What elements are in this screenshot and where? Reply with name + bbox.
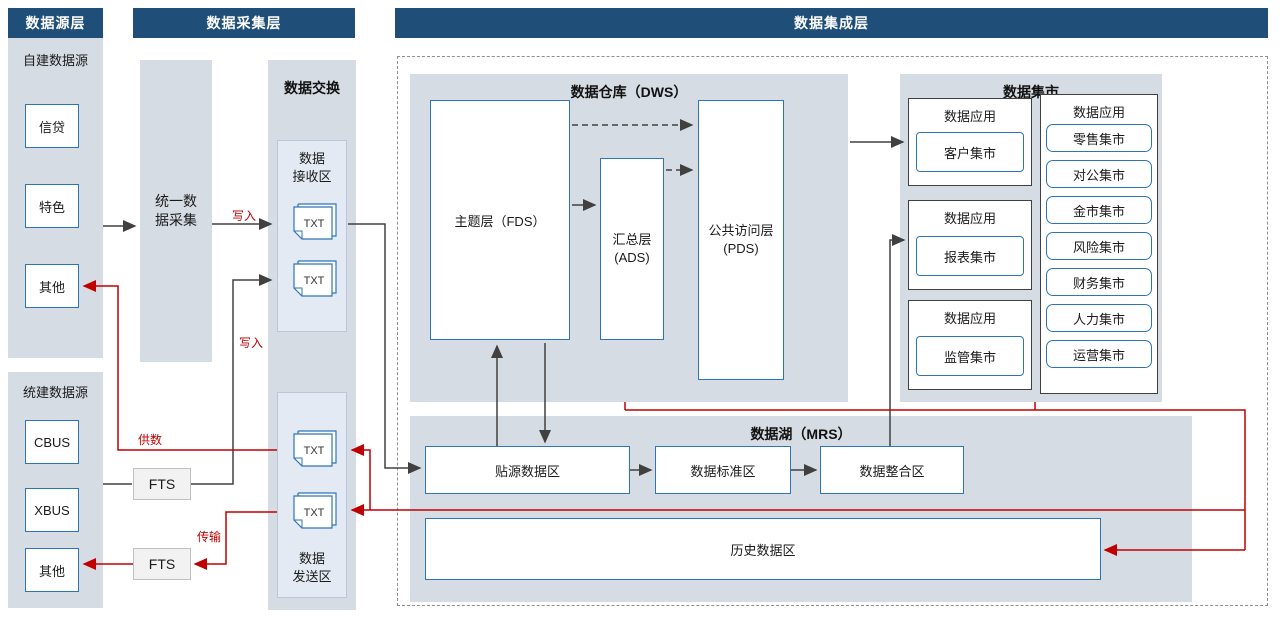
zone-integration-data: 数据整合区 <box>820 446 964 494</box>
mart-regulatory: 监管集市 <box>916 336 1024 376</box>
source-box-cbus: CBUS <box>25 420 79 464</box>
txt-label: TXT <box>304 445 325 457</box>
mart-corporate: 对公集市 <box>1046 160 1152 188</box>
header-integration-layer: 数据集成层 <box>395 8 1268 38</box>
source-box-other-self: 其他 <box>25 264 79 308</box>
unified-collection-box: 统一数 据采集 <box>140 60 212 362</box>
source-box-xbus: XBUS <box>25 488 79 532</box>
txt-file-icon-send-2: TXT <box>293 492 337 529</box>
mart-hr: 人力集市 <box>1046 304 1152 332</box>
data-exchange-title: 数据交换 <box>284 80 340 96</box>
mart-finance: 财务集市 <box>1046 268 1152 296</box>
pds-box: 公共访问层 (PDS) <box>698 100 784 380</box>
txt-file-icon-receive-1: TXT <box>293 203 337 240</box>
source-box-other-unified: 其他 <box>25 548 79 592</box>
txt-file-icon-send-1: TXT <box>293 430 337 467</box>
txt-label: TXT <box>304 507 325 519</box>
fts-box-1: FTS <box>133 468 191 500</box>
header-collection-layer: 数据采集层 <box>133 8 355 38</box>
mart-retail: 零售集市 <box>1046 124 1152 152</box>
mart-group-report-label: 数据应用 <box>943 211 996 226</box>
txt-file-icon-receive-2: TXT <box>293 260 337 297</box>
fts-box-2: FTS <box>133 548 191 580</box>
mart-group-customer-label: 数据应用 <box>943 109 996 124</box>
edge-label-transfer: 传输 <box>197 530 222 544</box>
unified-collection-label: 统一数 据采集 <box>155 193 197 228</box>
source-box-special: 特色 <box>25 184 79 228</box>
txt-label: TXT <box>304 218 325 230</box>
mart-financial-market: 金市集市 <box>1046 196 1152 224</box>
dws-title: 数据仓库（DWS） <box>570 84 688 100</box>
source-box-credit: 信贷 <box>25 104 79 148</box>
edge-label-write-mid: 写入 <box>239 336 264 350</box>
mart-risk: 风险集市 <box>1046 232 1152 260</box>
mart-report: 报表集市 <box>916 236 1024 276</box>
edge-label-supply: 供数 <box>138 433 163 447</box>
mrs-title: 数据湖（MRS） <box>750 426 852 442</box>
fds-box: 主题层（FDS） <box>430 100 570 340</box>
mart-group-regulatory-label: 数据应用 <box>943 311 996 326</box>
zone-source-data: 贴源数据区 <box>425 446 630 494</box>
mart-group-apps-label: 数据应用 <box>1072 105 1125 120</box>
zone-standard-data: 数据标准区 <box>655 446 791 494</box>
header-source-layer: 数据源层 <box>8 8 103 38</box>
mart-operation: 运营集市 <box>1046 340 1152 368</box>
txt-label: TXT <box>304 275 325 287</box>
self-built-source-label: 自建数据源 <box>22 53 88 68</box>
ads-box: 汇总层 (ADS) <box>600 158 664 340</box>
data-send-label: 数据 发送区 <box>292 551 332 584</box>
unified-source-label: 统建数据源 <box>22 385 88 400</box>
zone-history-data: 历史数据区 <box>425 518 1101 580</box>
mart-customer: 客户集市 <box>916 132 1024 172</box>
data-receive-label: 数据 接收区 <box>292 151 332 184</box>
edge-label-write-top: 写入 <box>232 209 257 223</box>
